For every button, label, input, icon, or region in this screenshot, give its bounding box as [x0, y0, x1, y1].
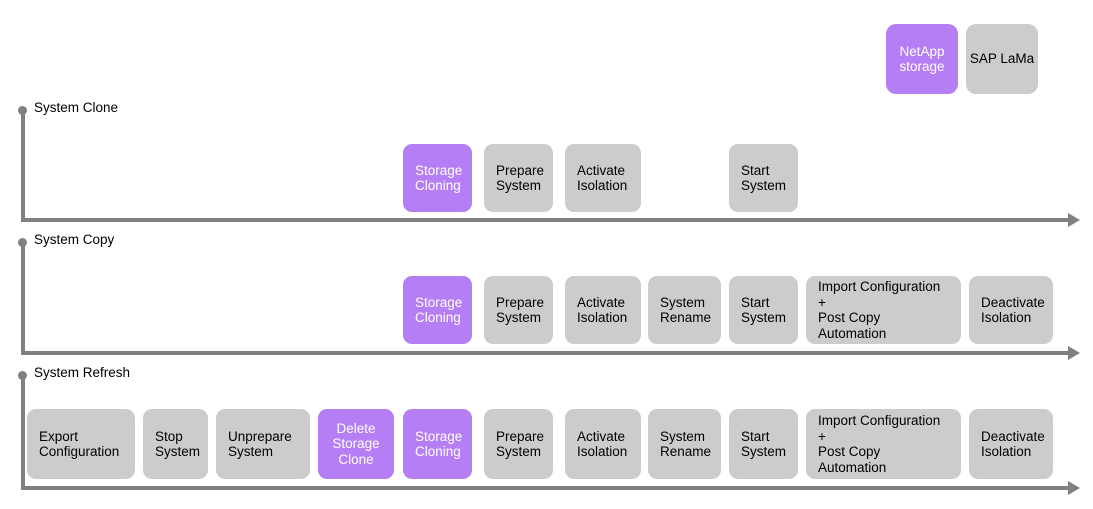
step-box[interactable]: Import Configuration + Post Copy Automat… [806, 409, 961, 479]
vertical-axis-line [20, 375, 25, 490]
step-box[interactable]: Prepare System [484, 409, 553, 479]
timeline-arrow-icon [1068, 481, 1080, 495]
step-box[interactable]: Activate Isolation [565, 409, 641, 479]
timeline-axis-line [20, 486, 1071, 490]
lane-title: System Clone [34, 100, 119, 115]
timeline-axis-line [20, 218, 1071, 222]
step-box[interactable]: Deactivate Isolation [969, 409, 1053, 479]
step-box[interactable]: Activate Isolation [565, 276, 641, 344]
step-box[interactable]: Unprepare System [216, 409, 310, 479]
step-box[interactable]: Prepare System [484, 144, 553, 212]
step-box[interactable]: Deactivate Isolation [969, 276, 1053, 344]
step-box[interactable]: System Rename [648, 409, 721, 479]
step-box[interactable]: Storage Cloning [403, 409, 472, 479]
step-box[interactable]: Start System [729, 144, 798, 212]
step-box[interactable]: Start System [729, 409, 798, 479]
step-box[interactable]: System Rename [648, 276, 721, 344]
step-box[interactable]: Prepare System [484, 276, 553, 344]
step-box[interactable]: Import Configuration + Post Copy Automat… [806, 276, 961, 344]
step-box[interactable]: Activate Isolation [565, 144, 641, 212]
lane-title: System Refresh [34, 365, 131, 380]
vertical-axis-line [20, 110, 25, 222]
vertical-axis-line [20, 242, 25, 355]
step-box[interactable]: Export Configuration [27, 409, 135, 479]
legend-item-netapp: NetApp storage [886, 24, 958, 94]
step-box[interactable]: Delete Storage Clone [318, 409, 394, 479]
lane-header: System Copy [18, 232, 1078, 256]
lane-header: System Clone [18, 100, 1078, 124]
timeline-arrow-icon [1068, 346, 1080, 360]
step-box[interactable]: Storage Cloning [403, 144, 472, 212]
timeline-axis-line [20, 351, 1071, 355]
step-box[interactable]: Start System [729, 276, 798, 344]
timeline-arrow-icon [1068, 213, 1080, 227]
step-box[interactable]: Storage Cloning [403, 276, 472, 344]
lane-title: System Copy [34, 232, 115, 247]
legend-item-lama: SAP LaMa [966, 24, 1038, 94]
step-box[interactable]: Stop System [143, 409, 208, 479]
lane-header: System Refresh [18, 365, 1078, 389]
